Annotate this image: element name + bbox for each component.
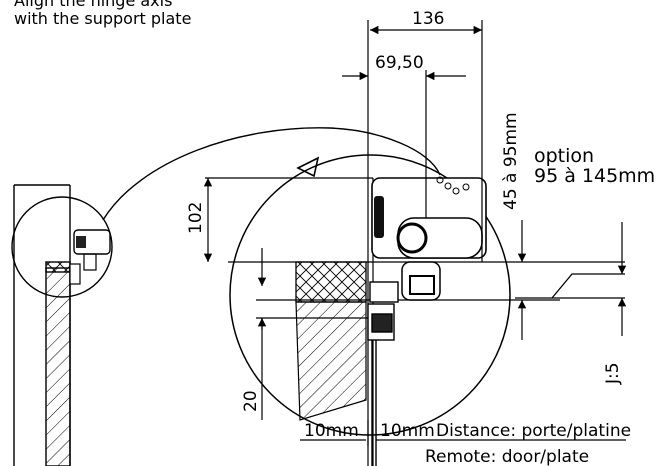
operator-motor	[371, 176, 487, 301]
detail-circle-small	[11, 196, 113, 298]
direction-triangle-icon	[296, 156, 320, 178]
detail-circle-large	[229, 154, 511, 436]
dimension-10mm-lines	[300, 420, 626, 446]
dimension-j5-label: J:5	[603, 362, 623, 385]
option-note-line1: option	[534, 145, 594, 167]
header-note-line2: with the support plate	[14, 9, 191, 28]
dimension-height-range-label: 45 à 95mm	[501, 112, 521, 210]
dimension-102-label: 102	[186, 202, 206, 234]
dimension-136	[370, 20, 483, 262]
header-note-line1: Align the hinge axis	[14, 0, 172, 10]
left-wall	[13, 184, 71, 466]
support-plate-hinge	[367, 281, 399, 466]
door-leaf	[295, 301, 367, 421]
dimension-20-label: 20	[241, 390, 261, 412]
dimension-69-50	[342, 70, 466, 218]
distance-note-en: Remote: door/plate	[425, 447, 589, 466]
dimension-10mm-left-label: 10mm	[304, 421, 359, 441]
option-note-line2: 95 à 145mm	[534, 165, 655, 187]
dimension-136-label: 136	[412, 9, 444, 29]
distance-note-fr: Distance: porte/platine	[436, 421, 631, 441]
dimension-10mm-right-label: 10mm	[380, 421, 435, 441]
door-post	[295, 261, 367, 303]
detail-connector-arc	[102, 127, 441, 221]
dimension-69-50-label: 69,50	[375, 53, 424, 73]
